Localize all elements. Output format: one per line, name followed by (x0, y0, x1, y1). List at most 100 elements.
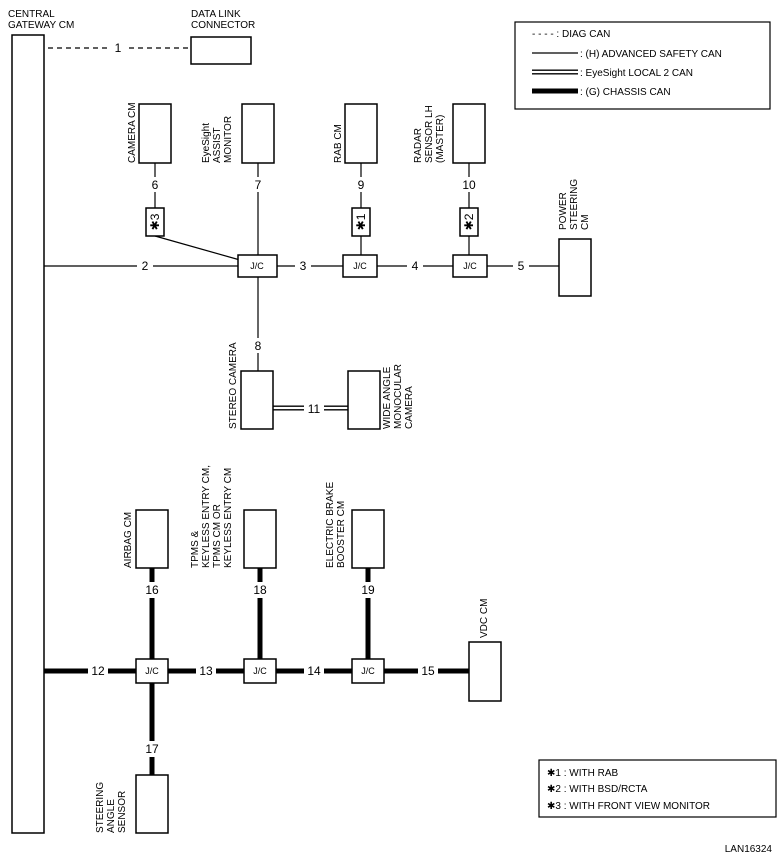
eyesight-assist-monitor-box (241, 103, 275, 164)
stereo-camera-box (240, 370, 274, 430)
vdc-cm-box (468, 641, 502, 702)
junction-label: J/C (145, 666, 159, 676)
notes: ✱1 : WITH RAB ✱2 : WITH BSD/RCTA ✱3 : WI… (538, 759, 777, 818)
option-mark-1: ✱1 (354, 213, 368, 230)
junction-label: J/C (353, 261, 367, 271)
connection-number-11: 11 (308, 402, 321, 416)
connection-numbers: 1 2 3 4 5 6 7 8 9 10 11 12 13 14 15 16 1… (88, 40, 529, 757)
steering-angle-sensor-label-line: ANGLE (106, 799, 117, 833)
legend-label-diag: - - - - : DIAG CAN (532, 29, 610, 40)
vdc-cm-label-line: VDC CM (479, 599, 490, 638)
option-mark-2: ✱2 (462, 213, 476, 230)
central-gateway-box (11, 34, 45, 834)
airbag-cm-box (135, 509, 169, 569)
data-link-connector-box (190, 36, 252, 65)
wide-angle-camera-label-line: WIDE ANGLE (382, 366, 393, 429)
eyesight-assist-monitor-label-line: MONITOR (223, 116, 234, 163)
power-steering-label-line: POWER (558, 192, 569, 230)
power-steering-box (558, 238, 592, 297)
stereo-camera-label: STEREO CAMERA (228, 342, 239, 429)
line-6b (154, 235, 241, 261)
central-gateway-label-line: GATEWAY CM (8, 20, 74, 31)
central-gateway-label: CENTRAL GATEWAY CM (8, 9, 74, 31)
data-link-connector-label-line: DATA LINK (191, 9, 241, 20)
connection-number-17: 17 (145, 742, 159, 756)
connection-number-18: 18 (253, 583, 267, 597)
tpms-keyless-label: TPMS & KEYLESS ENTRY CM, TPMS CM OR KEYL… (190, 462, 234, 568)
camera-cm-box (138, 103, 172, 164)
figure-id: LAN16324 (725, 844, 773, 855)
connection-number-15: 15 (421, 664, 435, 678)
connection-number-10: 10 (462, 178, 476, 192)
legend-box (514, 21, 771, 110)
electric-brake-booster-label-line: ELECTRIC BRAKE (325, 482, 336, 568)
connection-number-12: 12 (91, 664, 105, 678)
stereo-camera-label-line: STEREO CAMERA (228, 342, 239, 429)
electric-brake-booster-box (351, 509, 385, 569)
connection-number-2: 2 (142, 259, 149, 273)
eyesight-assist-monitor-label-line: EyeSight (201, 123, 212, 163)
power-steering-label-line: STEERING (569, 179, 580, 230)
steering-angle-sensor-label-line: STEERING (95, 782, 106, 833)
eyesight-assist-monitor-label-line: ASSIST (212, 128, 223, 163)
radar-sensor-label: RADAR SENSOR LH (MASTER) (413, 102, 446, 163)
connection-number-6: 6 (152, 178, 159, 192)
steering-angle-sensor-label-line: SENSOR (117, 791, 128, 833)
wide-angle-camera-label: WIDE ANGLE MONOCULAR CAMERA (382, 361, 415, 429)
junction-label: J/C (253, 666, 267, 676)
airbag-cm-label: AIRBAG CM (123, 512, 134, 568)
junction-box-6 (351, 658, 385, 684)
tpms-keyless-label-line: TPMS & (190, 530, 201, 568)
power-steering-label: POWER STEERING CM (558, 176, 591, 230)
connection-number-5: 5 (518, 259, 525, 273)
camera-cm-label: CAMERA CM (127, 102, 138, 163)
rab-cm-label-line: RAB CM (333, 124, 344, 163)
rab-cm-box (344, 103, 378, 164)
junction-box-1 (237, 254, 278, 278)
eyesight-assist-monitor-label: EyeSight ASSIST MONITOR (201, 116, 234, 163)
rab-cm-label: RAB CM (333, 124, 344, 163)
steering-angle-sensor-label: STEERING ANGLE SENSOR (95, 779, 128, 833)
junction-label: J/C (463, 261, 477, 271)
radar-sensor-label-line: (MASTER) (435, 115, 446, 163)
airbag-cm-label-line: AIRBAG CM (123, 512, 134, 568)
connection-number-3: 3 (300, 259, 307, 273)
wide-angle-camera-box (347, 370, 381, 430)
junction-box-5 (243, 658, 277, 684)
option-mark-box-3 (145, 207, 165, 237)
option-mark-box-2 (459, 207, 479, 237)
radar-sensor-label-line: SENSOR LH (424, 105, 435, 163)
electric-brake-booster-label: ELECTRIC BRAKE BOOSTER CM (325, 479, 347, 568)
tpms-keyless-label-line: KEYLESS ENTRY CM (223, 468, 234, 568)
note-1: ✱1 : WITH RAB (547, 768, 618, 779)
radar-sensor-label-line: RADAR (413, 128, 424, 163)
connection-number-13: 13 (199, 664, 213, 678)
legend-label-advanced-safety: : (H) ADVANCED SAFETY CAN (580, 49, 722, 60)
connection-number-16: 16 (145, 583, 159, 597)
vdc-cm-label: VDC CM (479, 599, 490, 638)
connection-number-8: 8 (255, 339, 262, 353)
connection-number-19: 19 (361, 583, 375, 597)
option-mark-box-1 (351, 207, 371, 237)
junction-label: J/C (361, 666, 375, 676)
data-link-connector-label: DATA LINK CONNECTOR (191, 9, 255, 31)
wide-angle-camera-label-line: CAMERA (404, 386, 415, 429)
option-mark-3: ✱3 (148, 213, 162, 230)
tpms-keyless-box (243, 509, 277, 569)
note-2: ✱2 : WITH BSD/RCTA (547, 784, 648, 795)
steering-angle-sensor-box (135, 774, 169, 834)
legend-label-eyesight: : EyeSight LOCAL 2 CAN (580, 68, 693, 79)
note-3: ✱3 : WITH FRONT VIEW MONITOR (547, 801, 710, 812)
connection-number-4: 4 (412, 259, 419, 273)
connection-number-1: 1 (115, 41, 122, 55)
tpms-keyless-label-line: KEYLESS ENTRY CM, (201, 465, 212, 568)
junction-label: J/C (250, 261, 264, 271)
tpms-keyless-label-line: TPMS CM OR (212, 504, 223, 568)
wide-angle-camera-label-line: MONOCULAR (393, 364, 404, 429)
legend: - - - - : DIAG CAN : (H) ADVANCED SAFETY… (514, 21, 771, 110)
camera-cm-label-line: CAMERA CM (127, 102, 138, 163)
electric-brake-booster-label-line: BOOSTER CM (336, 501, 347, 568)
legend-label-chassis: : (G) CHASSIS CAN (580, 87, 671, 98)
data-link-connector-label-line: CONNECTOR (191, 20, 255, 31)
